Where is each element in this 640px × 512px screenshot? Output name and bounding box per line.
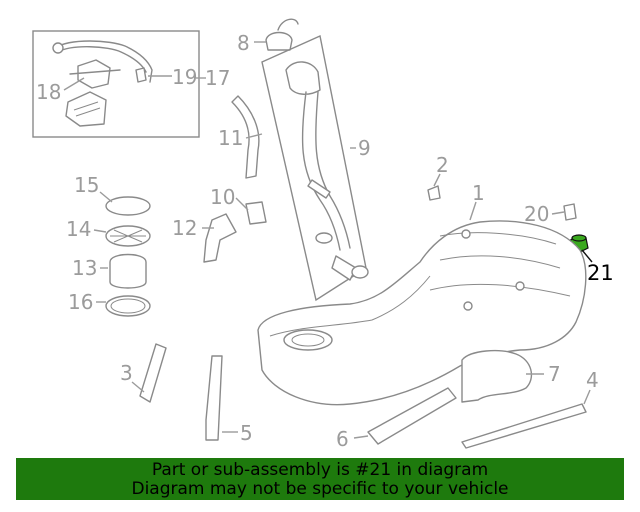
callout-12: 12 bbox=[172, 216, 197, 240]
fuel-cap-part bbox=[265, 18, 299, 51]
callout-5: 5 bbox=[240, 421, 253, 445]
filler-hose-part bbox=[231, 95, 260, 179]
strap-part-5 bbox=[205, 355, 223, 441]
callout-14: 14 bbox=[66, 217, 91, 241]
callout-17: 17 bbox=[205, 66, 230, 90]
pump-module-part bbox=[109, 253, 147, 289]
callout-7: 7 bbox=[548, 362, 561, 386]
callout-16: 16 bbox=[68, 290, 93, 314]
callout-13: 13 bbox=[72, 256, 97, 280]
strap-part-3 bbox=[139, 343, 167, 403]
clip-part-20 bbox=[563, 203, 577, 221]
notice-banner: Part or sub-assembly is #21 in diagram D… bbox=[16, 458, 624, 500]
callout-2: 2 bbox=[436, 153, 449, 177]
vapor-hose-assembly bbox=[52, 40, 153, 127]
callout-4: 4 bbox=[586, 368, 599, 392]
heat-shield-part bbox=[461, 349, 533, 403]
callout-8: 8 bbox=[237, 31, 250, 55]
bracket-part-12 bbox=[203, 213, 237, 263]
lock-ring-part bbox=[105, 196, 151, 216]
callout-9: 9 bbox=[358, 136, 371, 160]
callout-15: 15 bbox=[74, 173, 99, 197]
callout-20: 20 bbox=[524, 202, 549, 226]
banner-line-2: Diagram may not be specific to your vehi… bbox=[131, 479, 509, 499]
clip-part-2 bbox=[427, 185, 441, 201]
fuel-tank-part bbox=[257, 220, 587, 406]
callout-10: 10 bbox=[210, 185, 235, 209]
callout-18: 18 bbox=[36, 80, 61, 104]
callout-3: 3 bbox=[120, 361, 133, 385]
inset-box-17 bbox=[32, 30, 200, 138]
strap-part-4 bbox=[461, 403, 587, 449]
callout-11: 11 bbox=[218, 126, 243, 150]
callout-19: 19 bbox=[172, 65, 197, 89]
filler-neck-part bbox=[285, 61, 369, 281]
callout-1: 1 bbox=[472, 181, 485, 205]
callout-6: 6 bbox=[336, 427, 349, 451]
strap-part-6 bbox=[367, 387, 457, 445]
banner-line-1: Part or sub-assembly is #21 in diagram bbox=[151, 460, 489, 480]
leader-lines bbox=[63, 41, 593, 439]
clamp-part bbox=[245, 201, 267, 225]
callout-21: 21 bbox=[587, 261, 614, 285]
